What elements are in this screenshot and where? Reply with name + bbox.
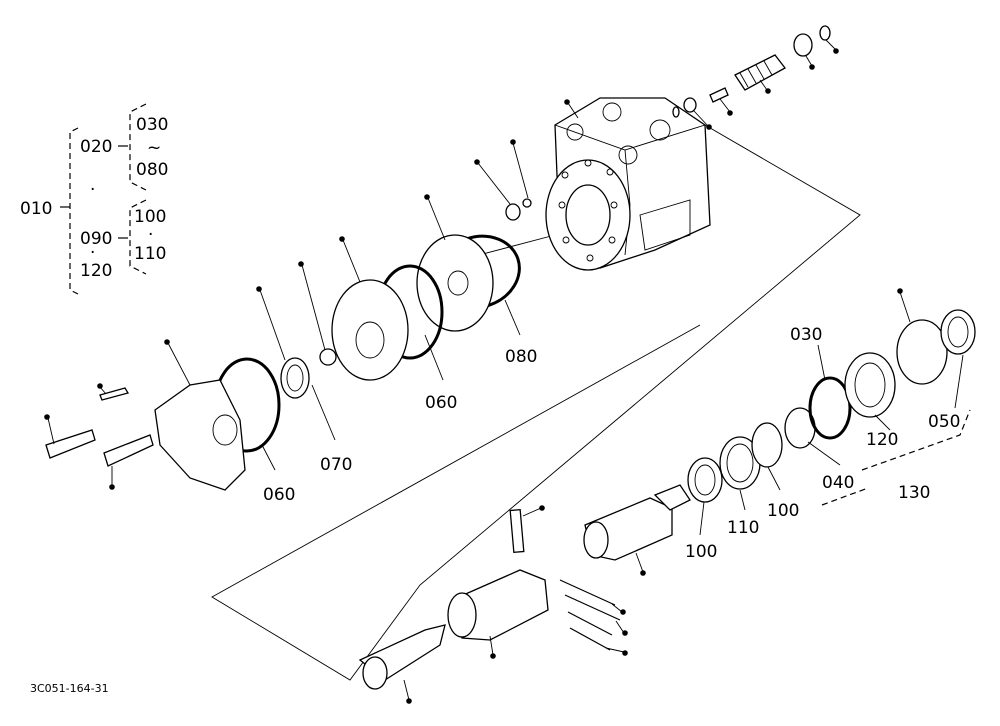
callout-060-mid: 060 <box>425 393 457 413</box>
centering-springs <box>559 579 621 651</box>
callout-080: 080 <box>505 347 537 367</box>
legend-group-b: 090 <box>80 229 112 249</box>
legend-bracket-b <box>129 199 147 275</box>
callout-040: 040 <box>822 473 854 493</box>
callout-030: 030 <box>790 325 822 345</box>
callout-120: 120 <box>866 430 898 450</box>
leader-lines <box>44 39 971 704</box>
legend-a-child-2: ~ <box>147 138 161 158</box>
callout-050: 050 <box>928 412 960 432</box>
legend-b-child-2: · <box>148 225 153 245</box>
spool-sleeve-assembly <box>358 484 691 690</box>
callout-060-left: 060 <box>263 485 295 505</box>
callout-130: 130 <box>898 483 930 503</box>
legend-group-a: 020 <box>80 137 112 157</box>
legend-group-c: 120 <box>80 261 112 281</box>
legend-a-child-3: 080 <box>136 160 168 180</box>
valve-housing <box>545 97 711 271</box>
callout-100-a: 100 <box>685 542 717 562</box>
seal-and-bearing-rings <box>687 309 976 503</box>
legend-separator-2: · <box>90 243 95 263</box>
legend-root: 010 <box>20 199 52 219</box>
legend-bracket-root <box>69 127 79 295</box>
end-cover-and-bolts <box>45 379 246 491</box>
legend-b-child-1: 100 <box>134 207 166 227</box>
gear-and-plates <box>213 234 521 453</box>
figure-code: 3C051-164-31 <box>30 682 109 695</box>
legend-bracket-a <box>129 103 147 191</box>
legend-tree: 010 020 030 ~ 080 · 090 100 · 110 · 120 <box>20 103 168 295</box>
callout-070: 070 <box>320 455 352 475</box>
relief-valve-parts <box>505 25 831 221</box>
callout-110: 110 <box>727 518 759 538</box>
legend-separator: · <box>90 180 95 200</box>
legend-b-child-3: 110 <box>134 244 166 264</box>
callout-labels: 060 070 060 080 030 040 050 100 100 110 … <box>263 325 960 562</box>
legend-a-child-1: 030 <box>136 115 168 135</box>
callout-100-b: 100 <box>767 501 799 521</box>
